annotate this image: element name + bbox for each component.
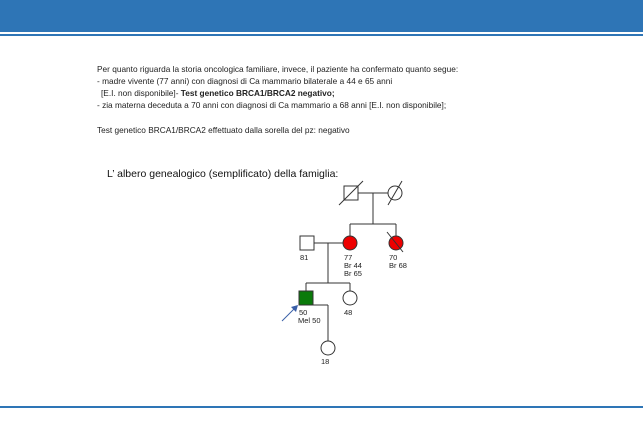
family-history-text: Per quanto riguarda la storia oncologica… <box>97 63 617 111</box>
aunt-age-label: 70 <box>389 253 397 262</box>
grandmother-symbol <box>387 180 403 206</box>
proband-symbol <box>298 290 314 306</box>
proband-age-label: 50 <box>299 308 307 317</box>
mother-age-label: 77 <box>344 253 352 262</box>
history-mother-test-line: [E.I. non disponibile]- Test genetico BR… <box>97 87 617 99</box>
father-symbol <box>299 235 315 251</box>
daughter-age-label: 18 <box>321 357 329 366</box>
history-mother-test-result: Test genetico BRCA1/BRCA2 negativo; <box>180 88 335 98</box>
sister-symbol <box>342 290 358 306</box>
footer-divider <box>0 406 643 408</box>
proband-arrow <box>281 305 298 322</box>
pedigree-lines <box>305 192 397 341</box>
grandfather-symbol <box>338 180 364 206</box>
aunt-diagnosis-label: Br 68 <box>389 261 407 270</box>
sister-age-label: 48 <box>344 308 352 317</box>
header-divider <box>0 34 643 36</box>
father-age-label: 81 <box>300 253 308 262</box>
mother-symbol <box>342 235 358 251</box>
mother-diagnosis-label-1: Br 44 <box>344 261 362 270</box>
pedigree-title: L’ albero genealogico (semplificato) del… <box>107 168 339 180</box>
history-aunt-line: - zia materna deceduta a 70 anni con dia… <box>97 100 447 110</box>
sister-test-line: Test genetico BRCA1/BRCA2 effettuato dal… <box>97 125 350 135</box>
mother-diagnosis-label-2: Br 65 <box>344 269 362 278</box>
history-mother-line: - madre vivente (77 anni) con diagnosi d… <box>97 76 393 86</box>
aunt-symbol <box>386 231 404 253</box>
daughter-symbol <box>320 340 336 356</box>
header-bar <box>0 0 643 32</box>
proband-diagnosis-label: Mel 50 <box>298 316 321 325</box>
history-intro: Per quanto riguarda la storia oncologica… <box>97 64 459 74</box>
history-mother-test-prefix: [E.I. non disponibile]- <box>101 88 181 98</box>
